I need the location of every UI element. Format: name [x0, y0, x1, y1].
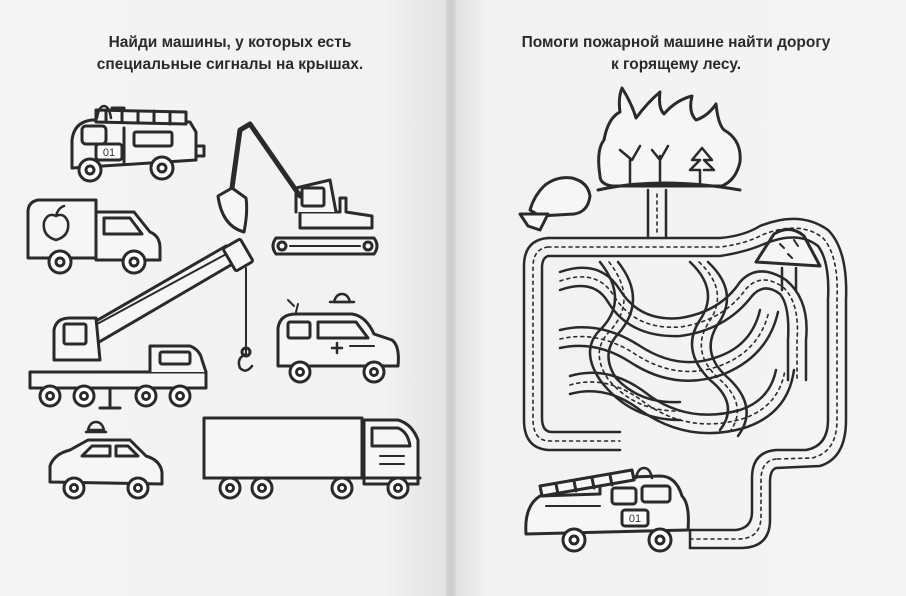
- semi-truck-illustration: [202, 416, 422, 500]
- right-title-line-2: к горящему лесу.: [610, 56, 742, 73]
- left-title-line-1: Найди машины, у которых есть: [108, 34, 352, 51]
- right-title-line-1: Помоги пожарной машине найти дорогу: [521, 34, 831, 51]
- book-fold: [446, 0, 456, 596]
- delivery-van-illustration: [26, 198, 162, 275]
- police-car-illustration: [48, 420, 164, 500]
- crane-truck-illustration: [28, 237, 254, 410]
- left-title-line-2: специальные сигналы на крышах.: [96, 56, 364, 73]
- right-page-title: Помоги пожарной машине найти дорогу к го…: [466, 32, 886, 76]
- excavator-illustration: [216, 121, 379, 256]
- maze-illustration: [522, 188, 848, 550]
- maze-fire-truck-illustration: 01: [524, 466, 690, 553]
- fire-truck-plate: 01: [103, 147, 115, 159]
- left-page-title: Найди машины, у которых есть специальные…: [20, 32, 440, 76]
- maze-fire-truck-plate: 01: [629, 513, 641, 525]
- fire-truck-illustration: 01: [70, 104, 206, 183]
- ambulance-illustration: [276, 292, 400, 384]
- burning-forest-illustration: [518, 86, 822, 292]
